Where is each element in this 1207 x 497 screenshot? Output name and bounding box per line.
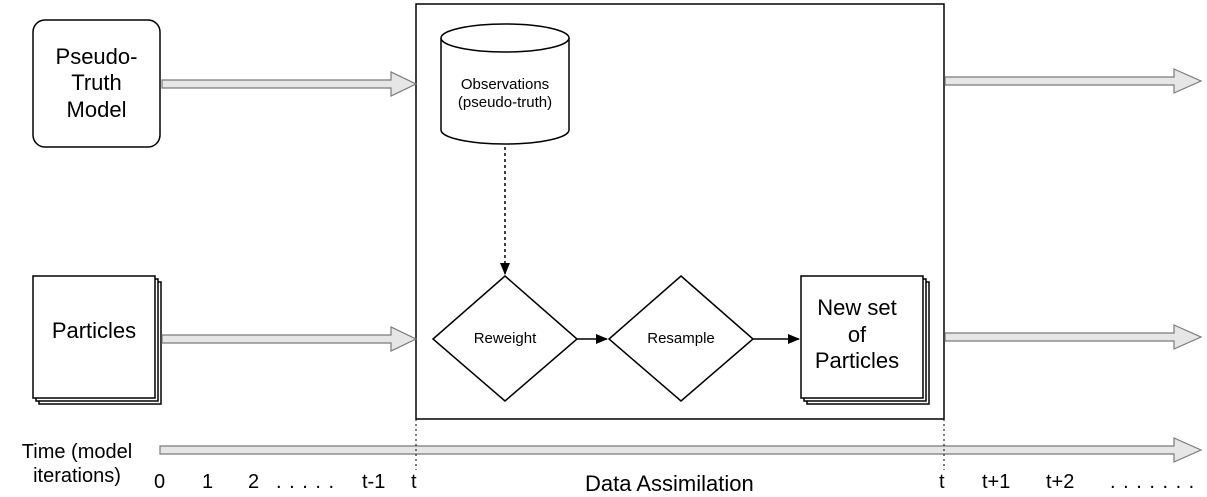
tick-1: 1 <box>202 471 214 493</box>
time-axis-arrow <box>159 437 1203 463</box>
pseudo-truth-label: Pseudo-Truth Model <box>55 43 138 122</box>
tick-t-end: t <box>939 471 945 493</box>
time-axis-label: Time (model iterations) <box>21 441 133 487</box>
particles-output-arrow <box>944 324 1203 350</box>
observations-cylinder <box>440 23 570 145</box>
tick-t-start: t <box>411 471 417 493</box>
particles-stack <box>32 275 162 405</box>
pseudo-truth-box <box>32 19 161 148</box>
tick-ellipsis-right: . . . . . . . <box>1110 471 1196 493</box>
particles-label: Particles <box>51 317 137 343</box>
tick-ellipsis-left: . . . . . <box>276 471 336 493</box>
new-particles-label: New set of Particles <box>814 295 900 374</box>
tick-t-minus-1: t-1 <box>362 471 386 493</box>
tick-2: 2 <box>248 471 260 493</box>
tick-0: 0 <box>154 471 166 493</box>
observations-label: Observations (pseudo-truth) <box>457 76 553 111</box>
truth-output-arrow <box>944 68 1203 94</box>
pseudo-truth-flow-arrow <box>161 71 418 97</box>
resample-label: Resample <box>647 330 715 347</box>
reweight-label: Reweight <box>473 330 537 347</box>
particles-flow-arrow <box>161 326 418 352</box>
new-particles-stack <box>800 275 930 405</box>
reweight-diamond <box>431 275 579 402</box>
data-assimilation-label: Data Assimilation <box>585 471 754 496</box>
tick-t-plus-1: t+1 <box>982 471 1011 493</box>
resample-diamond <box>607 275 755 402</box>
tick-t-plus-2: t+2 <box>1046 471 1075 493</box>
